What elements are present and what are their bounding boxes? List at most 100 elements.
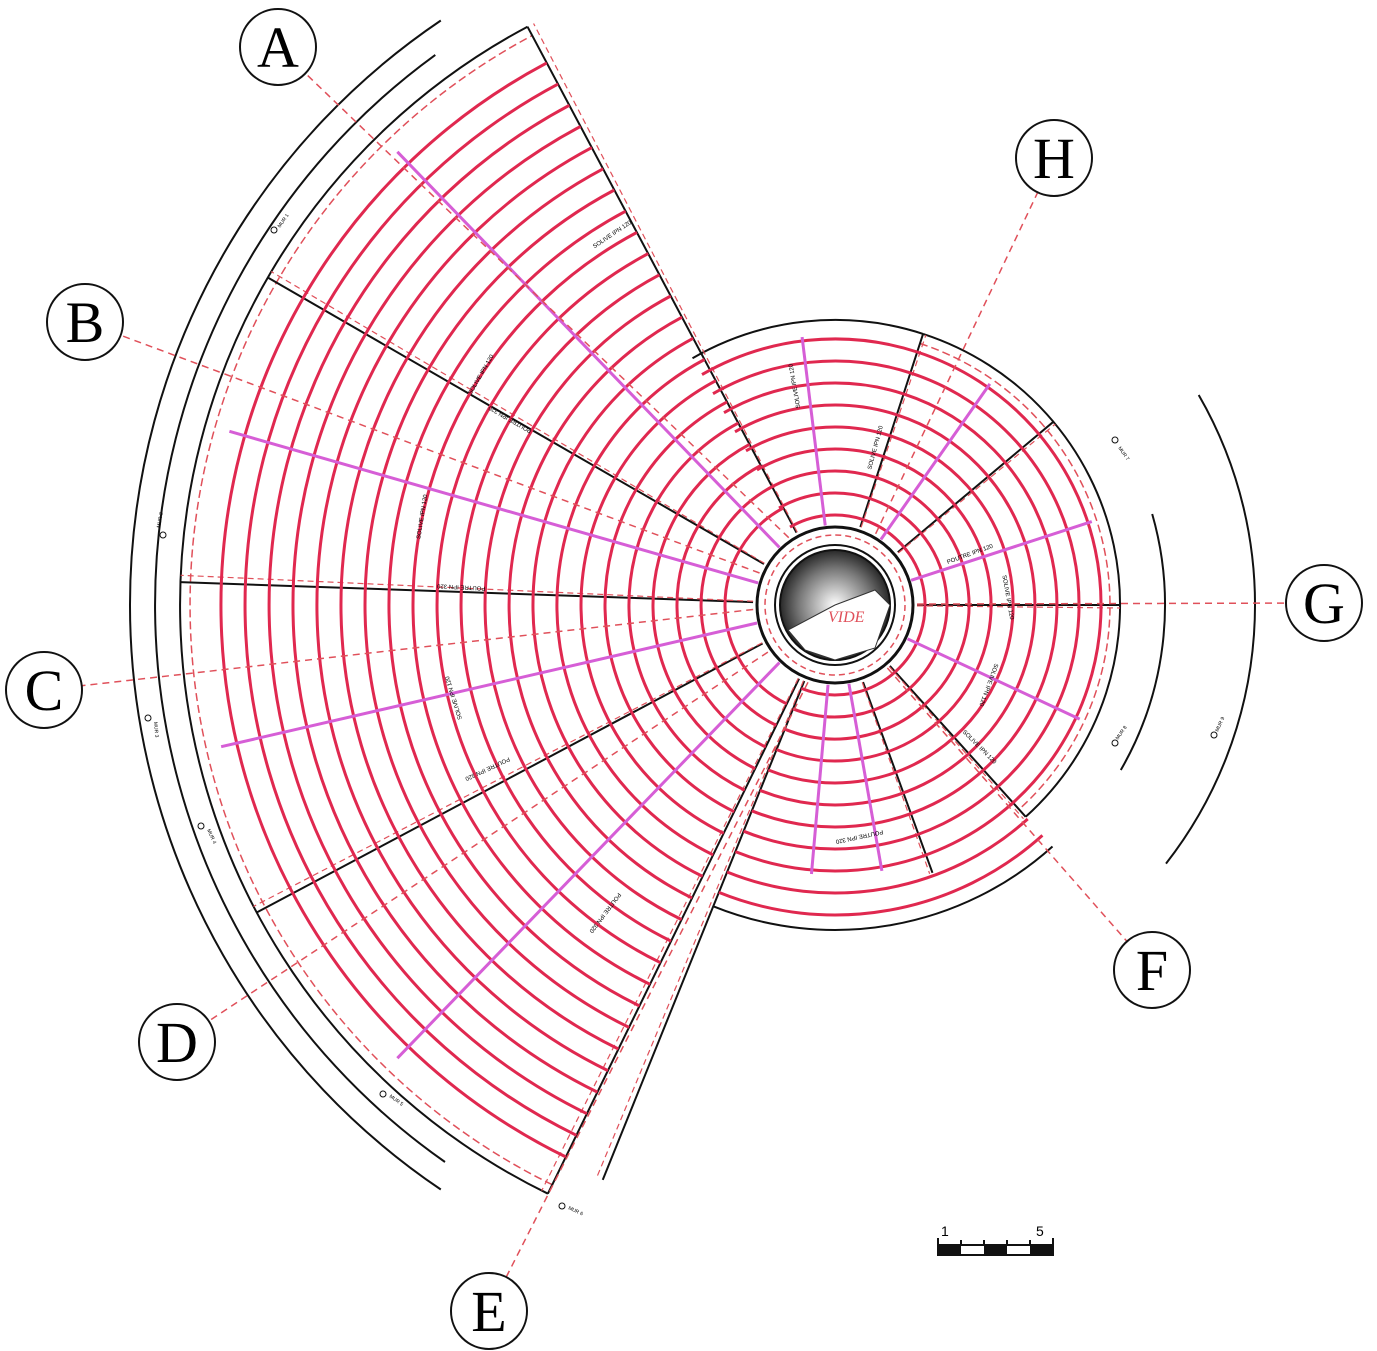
- scale-bar: 1 5: [937, 1223, 1054, 1256]
- member-label: POUTRE IPN 320: [487, 404, 532, 434]
- axis-bubble: [5, 651, 83, 729]
- joist-arc: [387, 209, 641, 1008]
- axis-bubble: [138, 1003, 216, 1081]
- axis-line: [84, 321, 772, 578]
- axis-line: [176, 644, 779, 1043]
- radial-division: [256, 642, 764, 914]
- joist-arc: [267, 103, 588, 1116]
- axis-line: [904, 602, 1325, 605]
- member-label: SOLIVE IPN 120: [961, 729, 998, 766]
- outer-wall-arc: [1165, 394, 1256, 865]
- joist-arc: [896, 413, 1037, 755]
- outer-wall-arc: [1119, 513, 1166, 771]
- axis-bubble: [239, 8, 317, 86]
- grid-axis-lines: [43, 46, 1325, 1312]
- radial-division: [862, 681, 934, 874]
- radial-division: [889, 665, 1027, 818]
- joist-arc: [723, 381, 905, 414]
- axis-bubble-label: F: [1136, 938, 1168, 1003]
- radial-beam: [800, 336, 827, 526]
- joist-arc: [903, 392, 1059, 772]
- axis-line: [869, 157, 1055, 546]
- joist-arc: [726, 817, 1029, 895]
- radial-division: [546, 678, 800, 1195]
- scale-start-label: 1: [941, 1223, 949, 1239]
- joist-arc: [411, 231, 651, 986]
- joist-arc: [701, 337, 918, 376]
- axis-bubble-label: H: [1033, 126, 1075, 191]
- radial-division-dashed: [916, 605, 1120, 609]
- joist-arc: [745, 425, 891, 453]
- radial-division: [897, 421, 1054, 554]
- slab-edge: [692, 319, 924, 360]
- radial-beam: [220, 621, 758, 749]
- wall-label: MUR 7: [1116, 446, 1130, 462]
- joist-arc: [916, 350, 1103, 804]
- radial-beam: [906, 637, 1081, 721]
- radial-division-dashed: [888, 666, 1024, 820]
- axis-line: [878, 658, 1153, 971]
- scale-end-label: 5: [1036, 1223, 1044, 1239]
- joist-arcs: [219, 61, 1103, 1159]
- member-label: SOLIVE IPN 120: [416, 494, 429, 540]
- axis-bubble: [1113, 931, 1191, 1009]
- slab-edge: [179, 25, 549, 1195]
- axis-bubble-label: D: [156, 1010, 198, 1075]
- axis-bubble-label: E: [471, 1279, 506, 1344]
- joist-arc: [767, 469, 877, 491]
- radial-division-dashed: [861, 682, 931, 875]
- joist-arc: [507, 315, 693, 900]
- void-label: VIDE: [828, 609, 865, 626]
- axis-bubble: [1015, 119, 1093, 197]
- joist-arc: [789, 513, 864, 529]
- member-label: POUTRE IPN 320: [436, 582, 485, 591]
- radial-beam: [879, 382, 992, 541]
- outer-wall-arc: [154, 54, 446, 1163]
- joist-arc: [651, 442, 756, 770]
- wall-markers: MUR 1 MUR 2 MUR 3 MUR 4 MUR 5 MUR 6 MUR …: [144, 213, 1226, 1217]
- joist-arc: [435, 252, 662, 965]
- joist-arc: [459, 273, 672, 943]
- axis-line: [43, 607, 766, 691]
- joist-arc: [675, 464, 767, 749]
- joist-arc: [219, 61, 567, 1159]
- radial-division: [859, 333, 925, 528]
- outer-wall-arc: [129, 19, 442, 1191]
- wall-label: MUR 6: [567, 1205, 584, 1217]
- radial-beams: [220, 150, 1093, 1060]
- radial-division-dashed: [253, 642, 763, 907]
- joist-arc: [531, 336, 704, 878]
- joist-arc: [756, 447, 884, 472]
- axis-line: [277, 46, 798, 547]
- slab-edge-dashed: [919, 342, 1111, 810]
- joist-arc: [363, 188, 630, 1029]
- radial-division-dashed: [860, 334, 927, 528]
- wall-label: MUR 2: [156, 512, 165, 529]
- joist-arc: [889, 434, 1015, 739]
- wall-label: MUR 3: [152, 722, 159, 738]
- slab-edge: [712, 845, 1054, 931]
- slab-edge: [922, 332, 1122, 818]
- radial-division-dashed: [180, 574, 754, 602]
- radial-division-dashed: [270, 271, 765, 564]
- wall-label: MUR 4: [205, 828, 217, 845]
- joist-arc: [291, 125, 599, 1094]
- joist-arc: [603, 400, 735, 814]
- wall-label: MUR 9: [1214, 716, 1226, 733]
- radial-beam: [910, 520, 1093, 582]
- slab-edge-dashed: [189, 34, 553, 1186]
- radial-beam: [847, 683, 884, 872]
- joist-arc: [243, 82, 578, 1137]
- radial-beam: [396, 661, 781, 1060]
- joist-arc: [339, 167, 620, 1051]
- joist-arc: [778, 491, 871, 510]
- joist-arc: [579, 379, 725, 835]
- slab-outlines: [179, 23, 1122, 1195]
- axis-bubble: [1285, 564, 1363, 642]
- axis-bubble-label: G: [1303, 571, 1345, 636]
- joist-arc: [483, 294, 683, 921]
- axis-bubble-label: C: [25, 658, 64, 723]
- radial-division-dashed: [541, 678, 799, 1191]
